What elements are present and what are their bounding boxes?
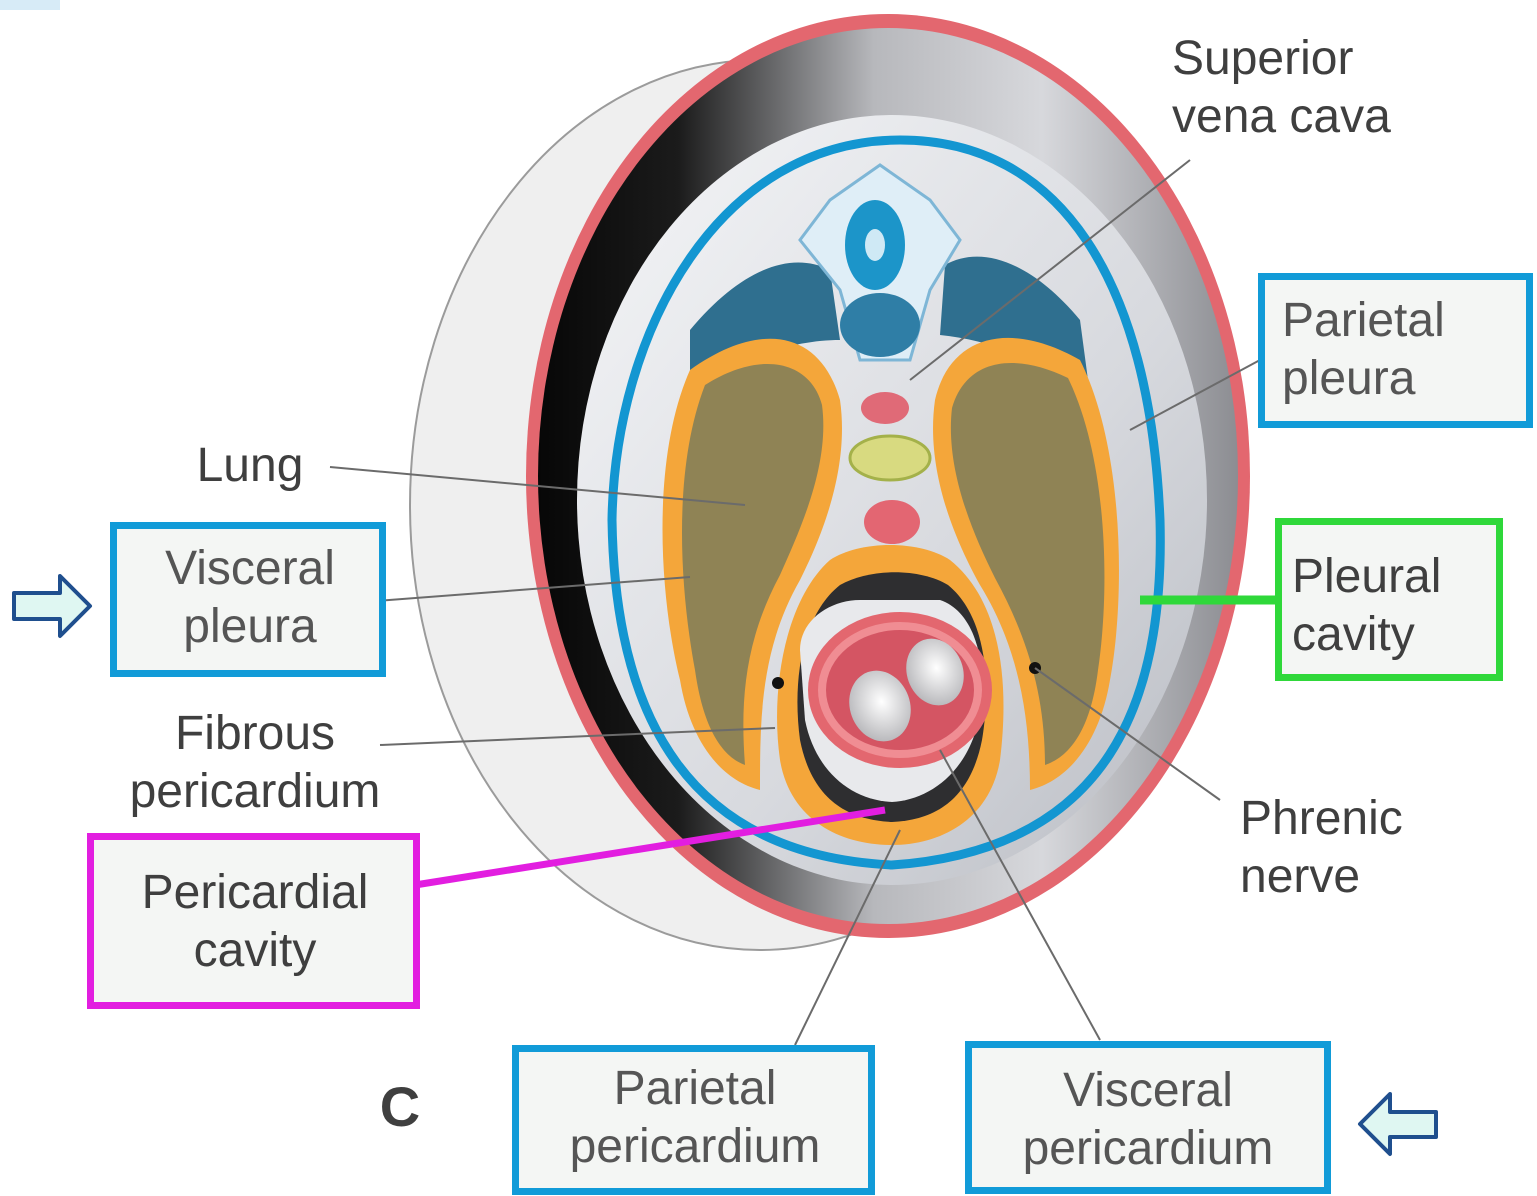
- lung-label: Lung: [170, 437, 330, 495]
- parietal-pericardium-line-2: pericardium: [520, 1118, 870, 1176]
- panel-letter: C: [370, 1078, 430, 1136]
- superior-vena-cava-line-2: vena cava: [1172, 88, 1472, 146]
- pericardial-cavity-line-2: cavity: [95, 922, 415, 980]
- fibrous-pericardium-label: Fibrous pericardium: [95, 705, 415, 821]
- fibrous-pericardium-line-1: Fibrous: [95, 705, 415, 763]
- phrenic-nerve-line-2: nerve: [1240, 848, 1480, 906]
- phrenic-nerve-left: [772, 677, 784, 689]
- phrenic-nerve-label: Phrenic nerve: [1240, 790, 1480, 906]
- visceral-pleura-line-1: Visceral: [125, 540, 375, 598]
- pleural-cavity-label: Pleural cavity: [1292, 548, 1492, 664]
- parietal-pleura-label: Parietal pleura: [1282, 292, 1512, 408]
- visceral-pleura-label: Visceral pleura: [125, 540, 375, 656]
- superior-vena-cava-line-1: Superior: [1172, 30, 1472, 88]
- pericardial-cavity-line-1: Pericardial: [95, 864, 415, 922]
- superior-vena-cava-label: Superior vena cava: [1172, 30, 1472, 146]
- pleural-cavity-line-1: Pleural: [1292, 548, 1492, 606]
- pleural-cavity-line-2: cavity: [1292, 606, 1492, 664]
- parietal-pericardium-line-1: Parietal: [520, 1060, 870, 1118]
- left-arrow-icon: [1360, 1094, 1436, 1154]
- fibrous-pericardium-line-2: pericardium: [95, 763, 415, 821]
- pericardial-cavity-label: Pericardial cavity: [95, 864, 415, 980]
- esophagus: [850, 436, 930, 480]
- phrenic-nerve-line-1: Phrenic: [1240, 790, 1480, 848]
- trachea: [864, 500, 920, 544]
- aorta: [861, 392, 909, 424]
- visceral-pericardium-label: Visceral pericardium: [972, 1062, 1324, 1178]
- visceral-pericardium-line-1: Visceral: [972, 1062, 1324, 1120]
- parietal-pleura-line-1: Parietal: [1282, 292, 1512, 350]
- right-arrow-icon: [14, 576, 90, 636]
- visceral-pleura-line-2: pleura: [125, 598, 375, 656]
- vertebral-body: [840, 293, 920, 357]
- parietal-pleura-line-2: pleura: [1282, 350, 1512, 408]
- visceral-pericardium-line-2: pericardium: [972, 1120, 1324, 1178]
- spinal-canal: [865, 229, 885, 261]
- parietal-pericardium-label: Parietal pericardium: [520, 1060, 870, 1176]
